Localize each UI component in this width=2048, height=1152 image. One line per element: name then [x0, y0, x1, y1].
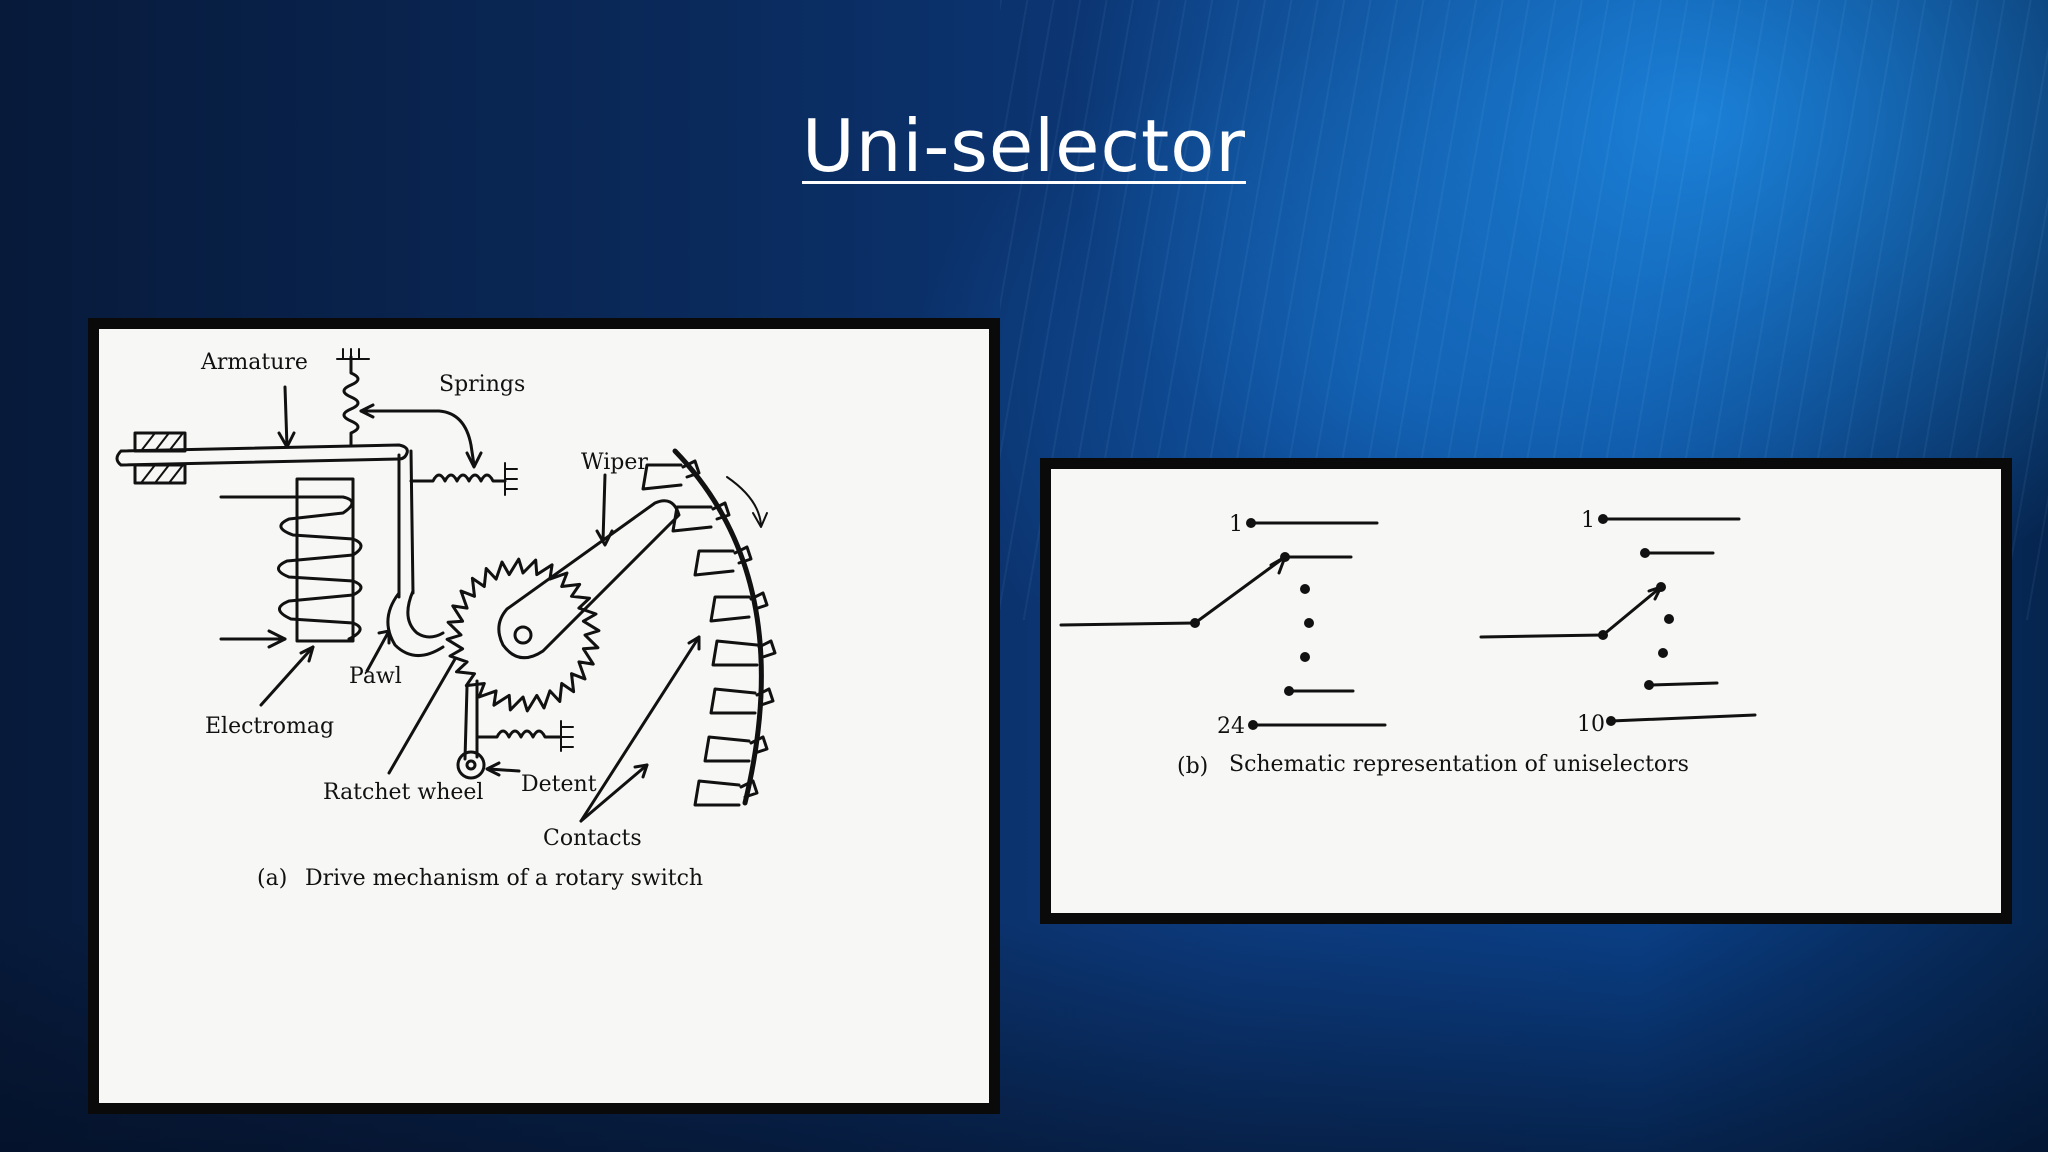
- label-armature: Armature: [200, 350, 308, 375]
- slide-title: Uni-selector: [802, 104, 1246, 188]
- figure-b-frame: 1 24 1 10 (b) Schematic representation o…: [1040, 458, 2012, 924]
- left-label-first: 1: [1229, 512, 1243, 537]
- label-detent: Detent: [521, 772, 597, 797]
- right-input-line: [1479, 633, 1605, 639]
- label-pawl: Pawl: [349, 664, 402, 689]
- top-spring: [342, 355, 360, 447]
- right-label-first: 1: [1581, 508, 1595, 533]
- ratchet-hub: [513, 625, 533, 645]
- label-springs: Springs: [439, 372, 525, 397]
- caption-a: Drive mechanism of a rotary switch: [305, 866, 703, 891]
- right-contact-n: [1647, 681, 1719, 687]
- left-label-last: 24: [1217, 714, 1245, 739]
- armature-arrow: [283, 385, 289, 449]
- figure-a-frame: Armature Springs Wiper Pawl Electromag R…: [88, 318, 1000, 1114]
- detent-spring: [475, 729, 563, 739]
- left-wiper: [1193, 555, 1287, 625]
- pivot-block-bottom: [133, 463, 187, 485]
- contact-arc: [672, 448, 764, 806]
- right-wiper: [1601, 585, 1663, 637]
- pivot-block-top: [133, 431, 187, 453]
- rotary-switch-diagram: Armature Springs Wiper Pawl Electromag R…: [115, 348, 777, 891]
- right-contact-10: [1609, 713, 1757, 723]
- label-wiper: Wiper: [581, 450, 648, 475]
- caption-b: Schematic representation of uniselectors: [1229, 752, 1689, 777]
- caption-b-tag: (b): [1177, 754, 1208, 779]
- caption-a-tag: (a): [257, 866, 287, 891]
- figure-a-panel: Armature Springs Wiper Pawl Electromag R…: [99, 329, 989, 1103]
- ratchet-wheel: [445, 557, 601, 713]
- label-ratchet-wheel: Ratchet wheel: [323, 780, 483, 805]
- label-contacts: Contacts: [543, 826, 642, 851]
- label-electromag: Electromag: [205, 714, 334, 739]
- wiper-arm: [497, 499, 681, 660]
- right-label-last: 10: [1577, 712, 1605, 737]
- uniselector-schematic: 1 24 1 10 (b) Schematic representation o…: [1059, 508, 1757, 779]
- figure-b-panel: 1 24 1 10 (b) Schematic representation o…: [1051, 469, 2001, 913]
- left-input-line: [1059, 621, 1197, 627]
- lever-spring: [409, 473, 507, 483]
- detent-roller: [456, 750, 486, 780]
- contact-teeth: [641, 459, 777, 807]
- armature-bar: [115, 443, 409, 467]
